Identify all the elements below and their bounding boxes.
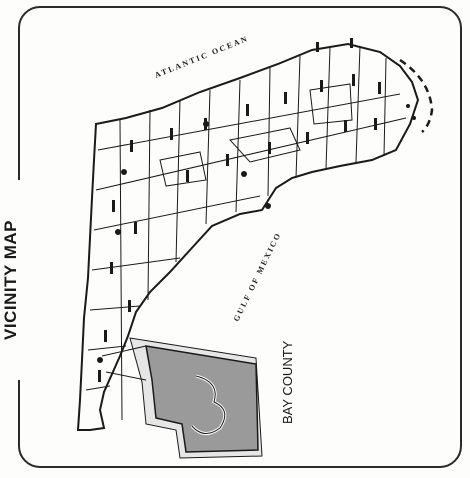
city-marks xyxy=(97,38,416,382)
florida-landmass xyxy=(76,42,420,431)
ocean-label: ATLANTIC OCEAN xyxy=(153,34,250,80)
bay-county-inset xyxy=(101,337,263,459)
inset-label: BAY COUNTY xyxy=(280,340,295,424)
florida-keys xyxy=(399,58,434,133)
gulf-label: GULF OF MEXICO xyxy=(232,230,283,322)
map-title-container: VICINITY MAP xyxy=(0,180,23,380)
county-lines xyxy=(85,45,407,421)
